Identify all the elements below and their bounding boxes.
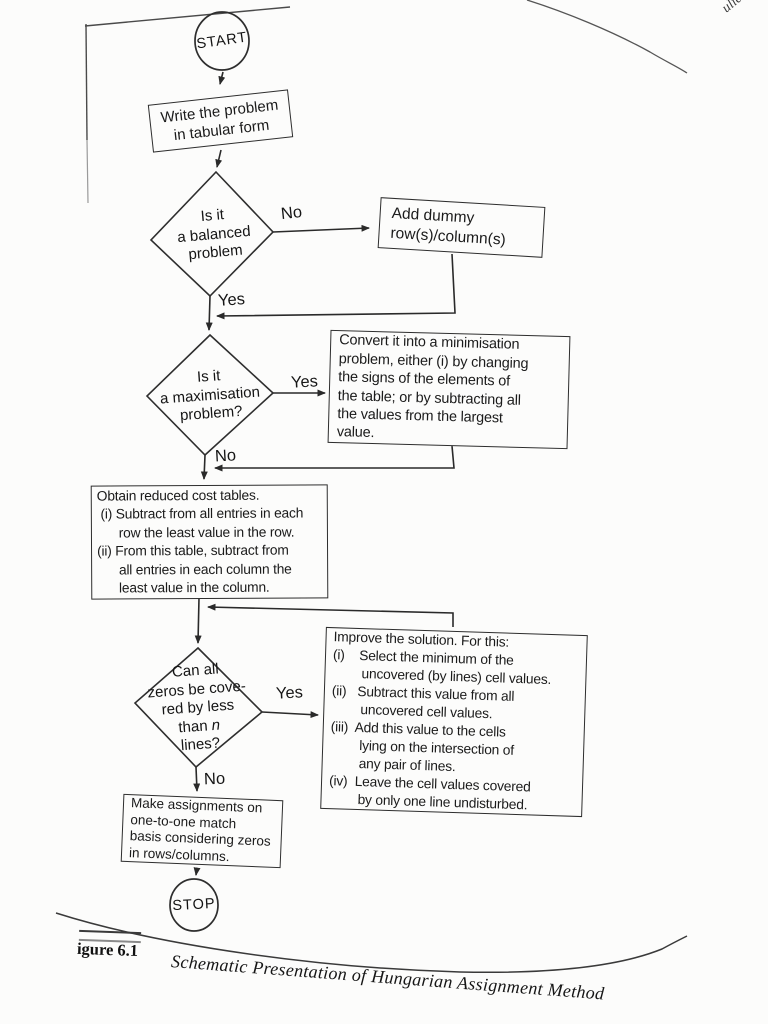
page-frame-top-line <box>84 6 291 27</box>
branch-label-yes-zeros: Yes <box>275 683 304 703</box>
connector-obtain-to-zeros <box>194 597 202 644</box>
page-frame-left-line-fade <box>86 139 89 204</box>
connector-make-to-stop <box>193 867 201 876</box>
connector-improve-feedback <box>207 603 454 627</box>
balanced-decision-diamond <box>149 170 275 298</box>
connector-balanced-yes-to-max <box>205 295 213 331</box>
zeros-decision-diamond <box>133 646 264 769</box>
stop-label: STOP <box>172 895 216 915</box>
page-curl-top-right <box>526 0 688 74</box>
obtain-reduced-cost-text: Obtain reduced cost tables. (i) Subtract… <box>96 487 304 596</box>
maximisation-decision-diamond <box>145 333 275 457</box>
page-frame-left-line <box>85 23 88 141</box>
branch-label-no-zeros: No <box>203 769 226 789</box>
connector-adddummy-feedback <box>216 253 456 320</box>
branch-label-yes-max: Yes <box>290 372 319 392</box>
connector-write-to-balanced <box>215 149 223 168</box>
connector-balanced-no-to-adddummy <box>272 224 370 233</box>
improve-solution-text: Improve the solution. For this:(i) Selec… <box>328 629 552 813</box>
figure-number-label: igure 6.1 <box>76 938 139 961</box>
italic-n: n <box>211 716 221 734</box>
branch-label-no-max: No <box>214 446 237 466</box>
branch-label-no-balanced: No <box>280 202 303 224</box>
obtain-reduced-cost-box: Obtain reduced cost tables. (i) Subtract… <box>90 484 329 600</box>
connector-convert-feedback <box>214 445 455 472</box>
branch-label-yes-balanced: Yes <box>217 290 246 310</box>
stop-terminal-circle <box>169 878 219 932</box>
connector-max-no-to-obtain <box>200 454 208 480</box>
improve-solution-box: Improve the solution. For this:(i) Selec… <box>320 626 588 818</box>
connector-zeros-yes-to-improve <box>261 711 319 719</box>
connector-start-to-write <box>218 71 226 85</box>
connector-zeros-no-to-make <box>193 766 201 792</box>
page-curl-bottom <box>55 912 688 974</box>
start-terminal-circle <box>194 11 250 71</box>
